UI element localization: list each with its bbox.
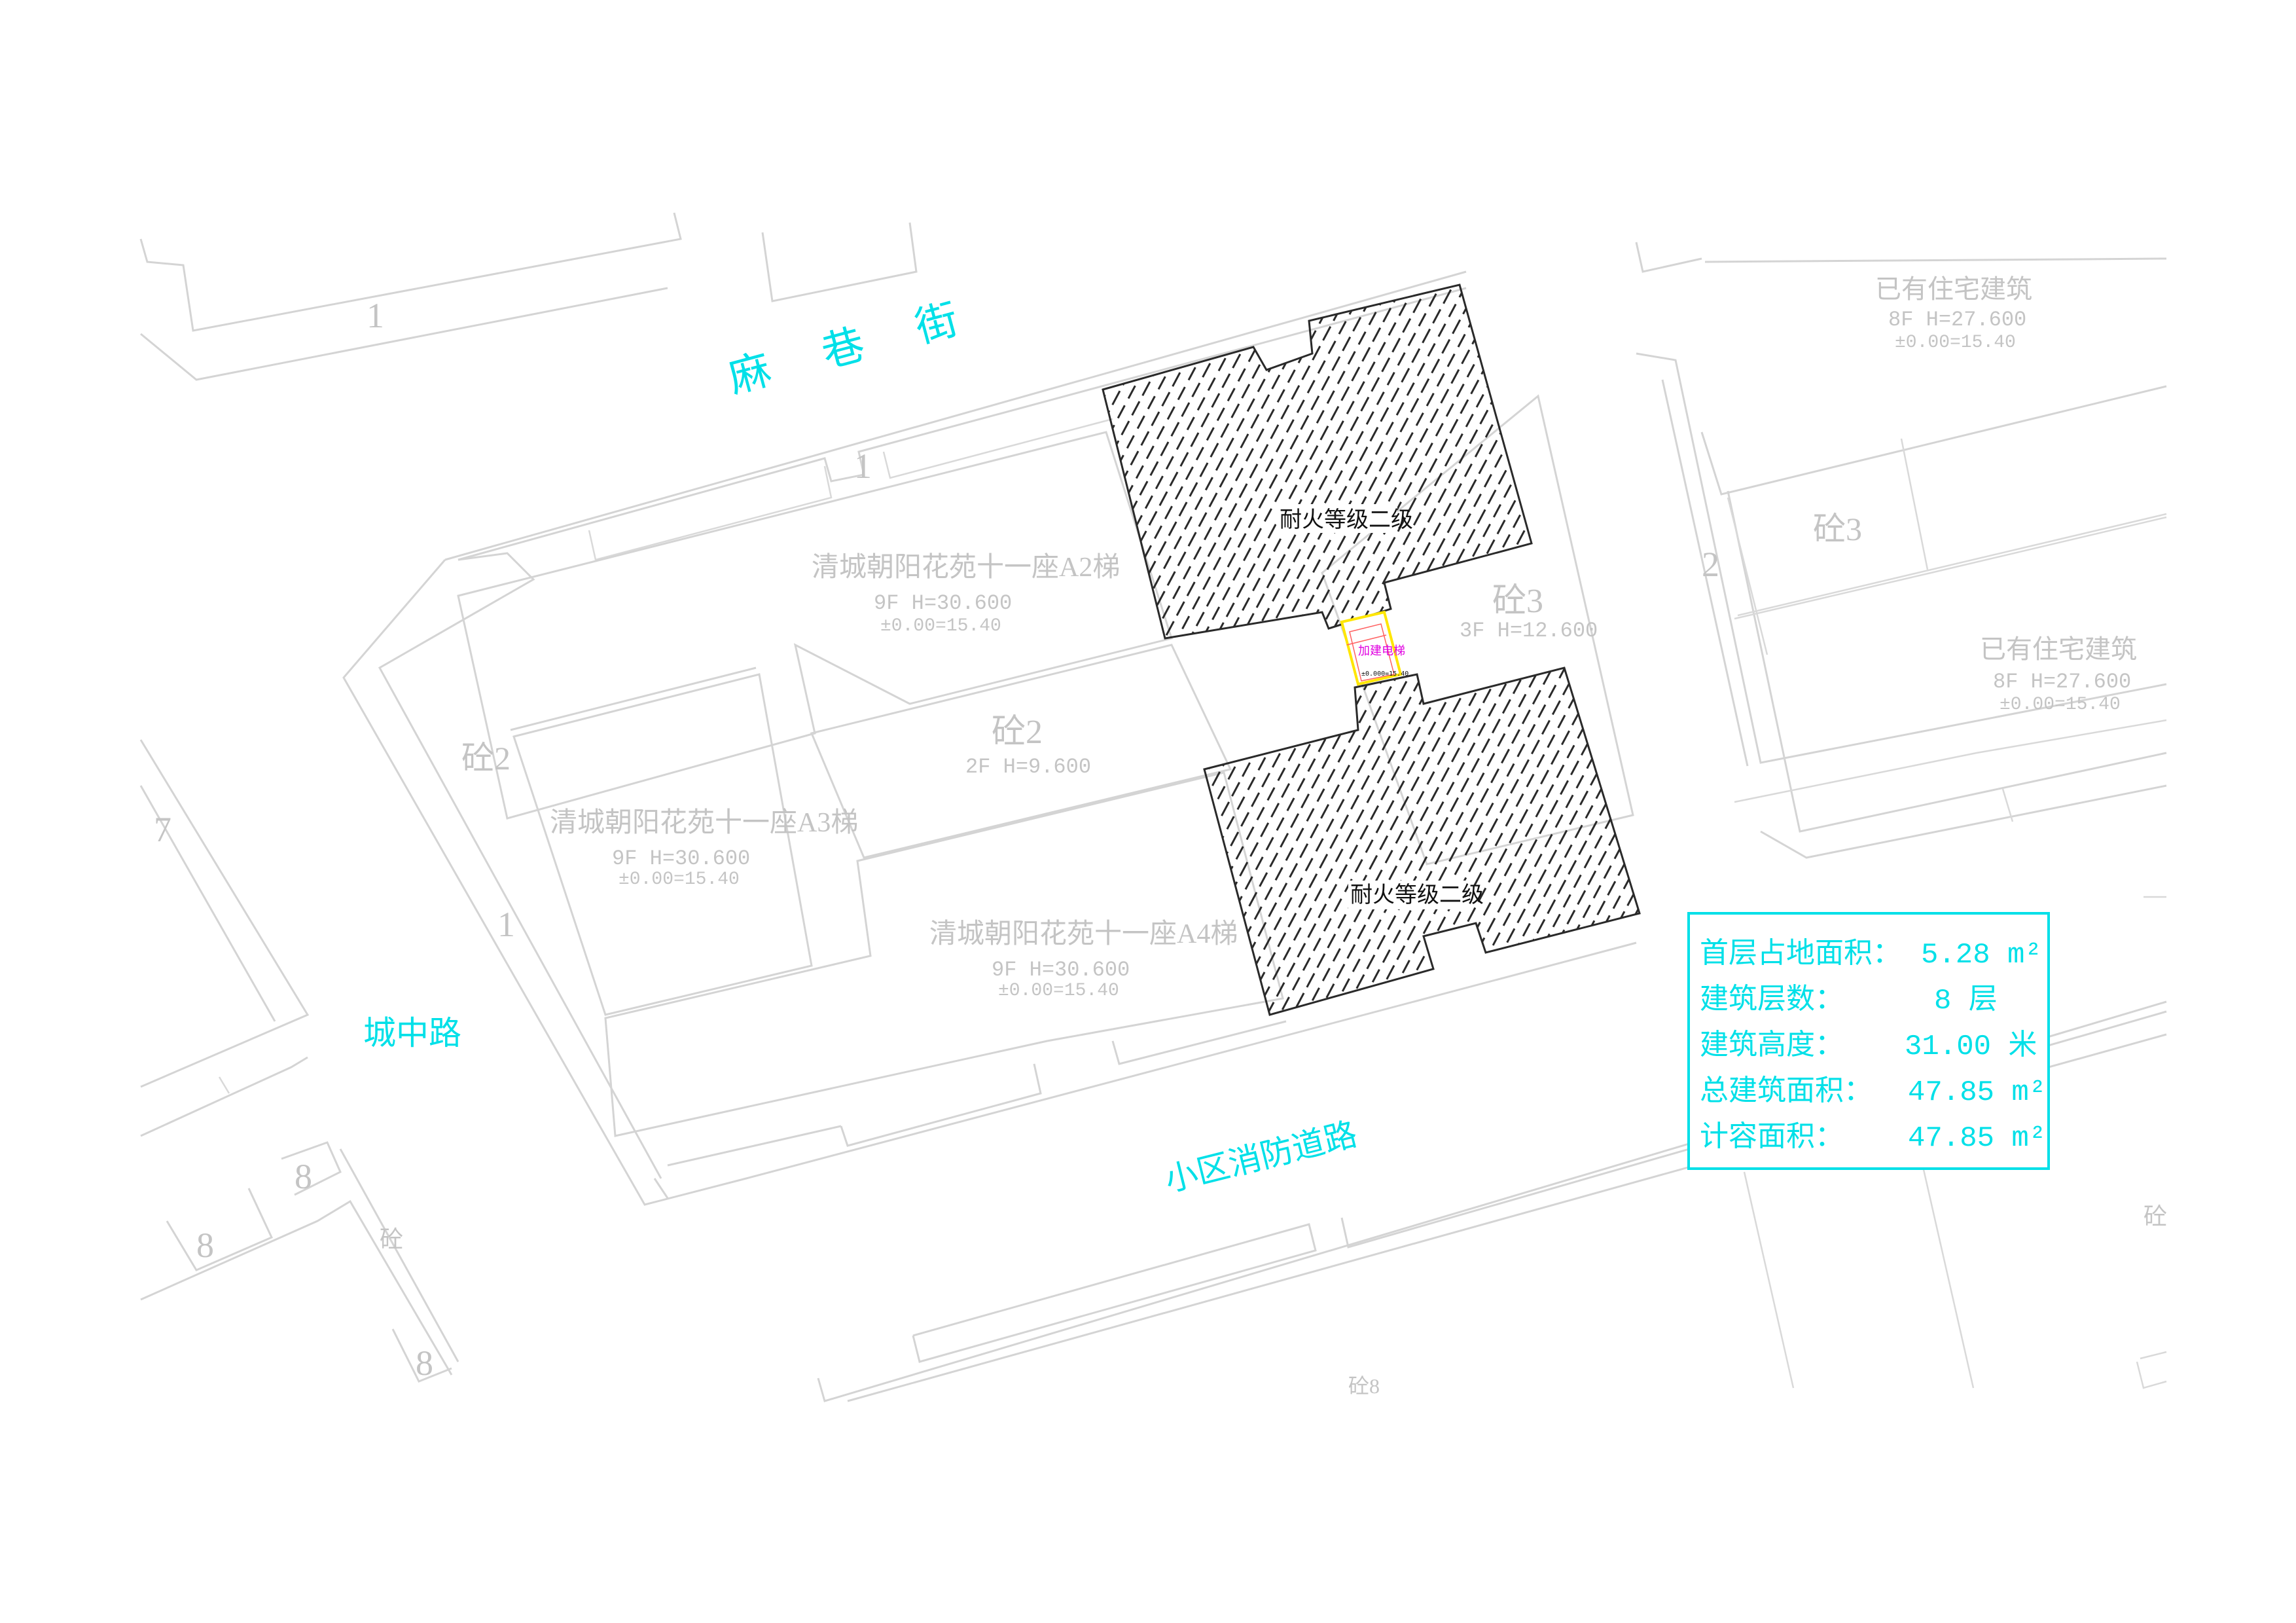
summary-label-0: 首层占地面积： [1700, 936, 1901, 970]
podium3-floors: 3F H=12.600 [1460, 619, 1598, 643]
summary-table: 首层占地面积： 5.28 m² 建筑层数： 8 层 建筑高度： 31.00 米 … [1687, 912, 2050, 1170]
lot-mark-w-a2: 砼2 [461, 740, 511, 776]
summary-label-2: 建筑高度： [1700, 1028, 1844, 1061]
lot-mark-w8a: 8 [295, 1157, 312, 1196]
summary-row: 首层占地面积： 5.28 m² [1700, 936, 2042, 972]
existing-upper-floors: 8F H=27.600 [1888, 308, 2026, 332]
lot-mark-w1: 1 [497, 905, 515, 944]
existing-lower-elevation: ±0.00=15.40 [2000, 695, 2121, 715]
labels: 麻 巷 街 城中路 小区消防道路 清城朝阳花苑十一座A2梯 9F H=30.60… [154, 274, 2167, 1398]
lot-mark-se-c: 砼 [2144, 1203, 2167, 1230]
lot-mark-w8b: 8 [196, 1226, 214, 1265]
fire-rating-upper: 耐火等级二级 [1280, 507, 1413, 533]
lot-mark-n2: 1 [854, 447, 872, 486]
road-label-south: 小区消防道路 [1161, 1115, 1361, 1199]
summary-table-border [1687, 912, 2050, 1170]
summary-row: 总建筑面积： 47.85 m² [1700, 1074, 2046, 1109]
lot-mark-w7: 7 [154, 810, 171, 849]
context-linework [139, 212, 2167, 1402]
summary-value-2: 31.00 米 [1905, 1029, 2037, 1063]
existing-lower-name: 已有住宅建筑 [1980, 634, 2137, 664]
lot-mark-n1: 1 [367, 296, 384, 335]
summary-value-1: 8 层 [1934, 985, 1998, 1017]
a3-elevation: ±0.00=15.40 [619, 869, 740, 890]
hatched-building-upper [1102, 283, 1533, 640]
a4-elevation: ±0.00=15.40 [998, 981, 1119, 1001]
existing-lower-floors: 8F H=27.600 [1993, 670, 2131, 694]
summary-row: 建筑层数： 8 层 [1700, 982, 1998, 1017]
existing-upper-elevation: ±0.00=15.40 [1895, 333, 2016, 353]
summary-label-1: 建筑层数： [1700, 982, 1844, 1015]
lot-mark-s-c8: 砼8 [1348, 1374, 1380, 1398]
lot-mark-e-3: 砼3 [1813, 511, 1862, 547]
existing-upper-name: 已有住宅建筑 [1875, 274, 2032, 304]
summary-value-3: 47.85 m² [1908, 1076, 2046, 1109]
summary-value-4: 47.85 m² [1908, 1122, 2046, 1155]
elevator-label: 加建电梯 [1358, 644, 1405, 658]
summary-row: 建筑高度： 31.00 米 [1700, 1028, 2037, 1063]
summary-label-3: 总建筑面积： [1700, 1074, 1873, 1107]
summary-value-0: 5.28 m² [1921, 939, 2042, 972]
a2-elevation: ±0.00=15.40 [880, 616, 1001, 636]
hatched-building-lower [1203, 666, 1641, 1016]
elevator-elevation: ±0.000=15.40 [1361, 670, 1408, 678]
building-a3 [512, 673, 813, 1016]
road-label-north: 麻 巷 街 [723, 293, 970, 403]
a3-floors: 9F H=30.600 [612, 847, 750, 871]
podium2-floors: 2F H=9.600 [965, 755, 1091, 779]
road-label-west: 城中路 [363, 1014, 461, 1052]
a2-name: 清城朝阳花苑十一座A2梯 [812, 552, 1120, 583]
added-elevator [1340, 610, 1403, 686]
podium3-code: 砼3 [1492, 583, 1543, 620]
summary-label-4: 计容面积： [1700, 1120, 1844, 1153]
a2-floors: 9F H=30.600 [874, 591, 1012, 615]
summary-row: 计容面积： 47.85 m² [1700, 1120, 2046, 1155]
building-a2 [457, 431, 1173, 820]
a4-floors: 9F H=30.600 [992, 958, 1130, 982]
lot-mark-sw-c: 砼 [380, 1226, 403, 1252]
a4-name: 清城朝阳花苑十一座A4梯 [929, 919, 1238, 949]
a3-name: 清城朝阳花苑十一座A3梯 [550, 807, 858, 838]
lot-mark-w8c: 8 [416, 1343, 433, 1383]
podium2-code: 砼2 [992, 714, 1043, 751]
lot-mark-e2: 2 [1702, 545, 1719, 584]
fire-rating-lower: 耐火等级二级 [1350, 882, 1484, 908]
